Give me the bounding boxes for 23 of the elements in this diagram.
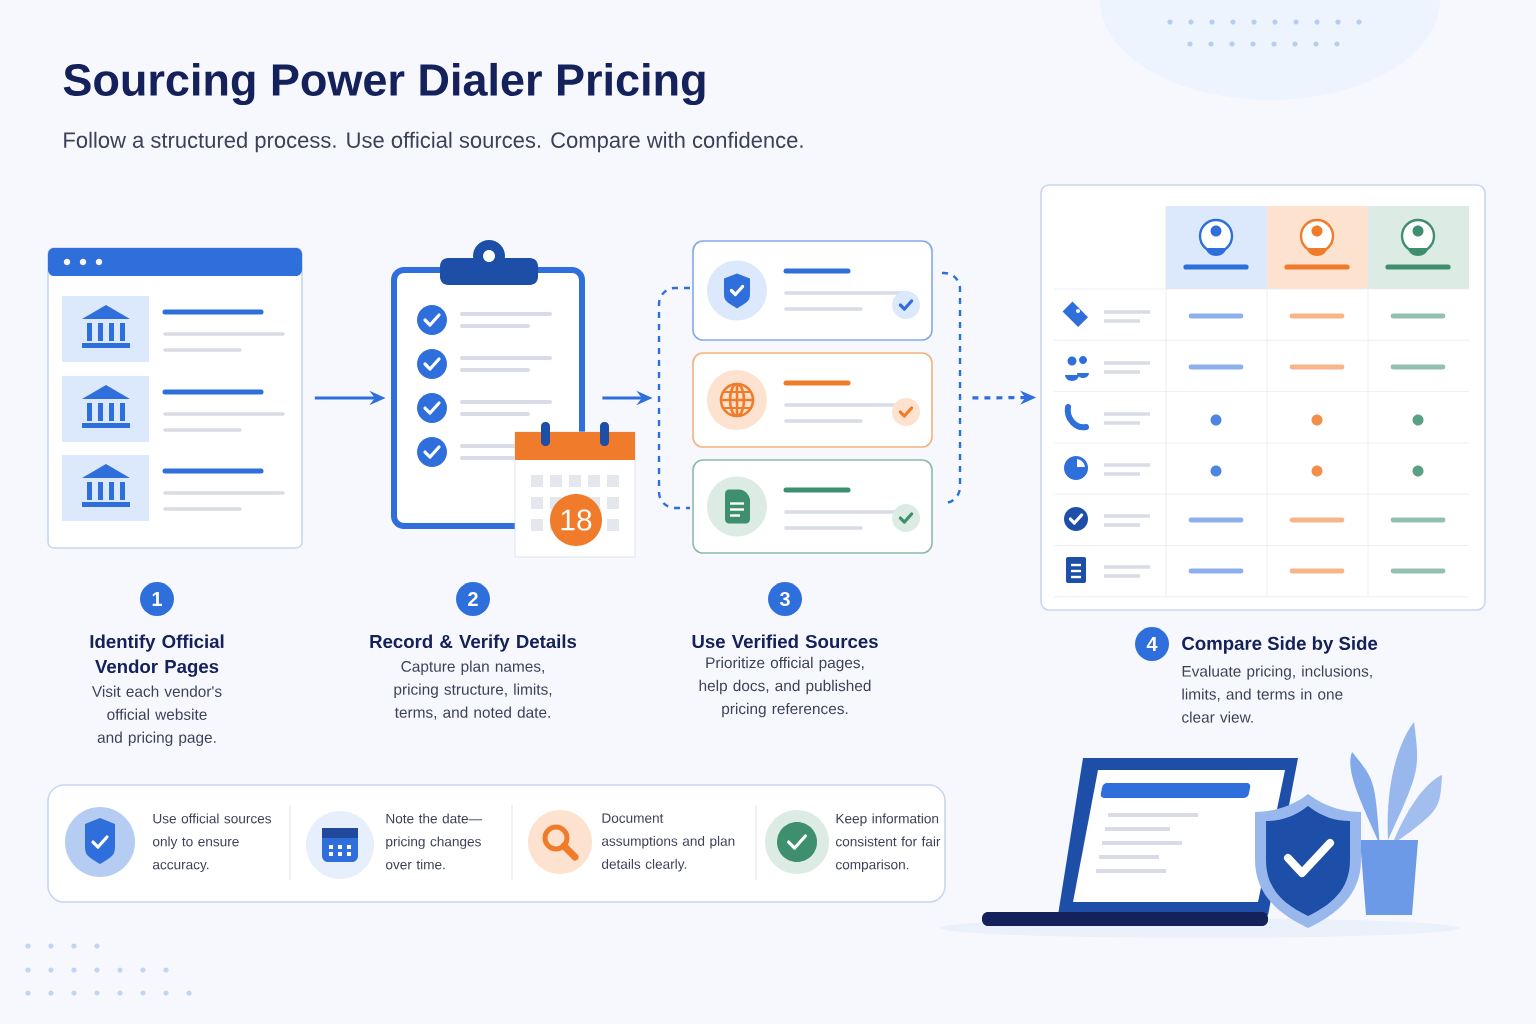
tip-text: Keep information consistent for fair comparison. — [836, 813, 941, 873]
browser-window-drawing — [47, 247, 303, 549]
clipboard-calendar-drawing — [391, 240, 636, 558]
step-description: Evaluate pricing, inclusions, limits, and terms in one clear view. — [1182, 665, 1372, 723]
comparison-table-drawing — [1040, 184, 1486, 611]
tip-text: Use official sources only to ensure accuracy. — [152, 813, 272, 873]
step-description: Capture plan names, pricing structure, limits, terms, and noted date. — [394, 660, 552, 720]
step-heading: Compare Side by Side — [1182, 636, 1378, 654]
subtitle: Follow a structured process. Use official sources. Compare with confidence. — [64, 131, 803, 153]
step-heading: Record & Verify Details — [370, 634, 577, 652]
source-cards-drawing — [657, 240, 962, 554]
tip-text: Note the date—pricing changes over time. — [385, 813, 483, 870]
step-number: 2 — [456, 582, 490, 616]
step-heading: Identify Official Vendor Pages — [90, 634, 224, 677]
step-number: 4 — [1135, 627, 1169, 661]
step-description: Prioritize official pages, help docs, and published pricing references. — [699, 656, 871, 718]
step-number: 1 — [140, 582, 174, 616]
step-description: Visit each vendor's official website and pricing page. — [91, 685, 222, 746]
tip-text: Document assumptions and plan details clearly. — [601, 813, 735, 872]
step-number: 3 — [768, 582, 802, 616]
title: Sourcing Power Dialer Pricing — [63, 62, 705, 106]
calendar-date: 18 — [561, 509, 592, 531]
step-heading: Use Verified Sources — [692, 634, 878, 649]
